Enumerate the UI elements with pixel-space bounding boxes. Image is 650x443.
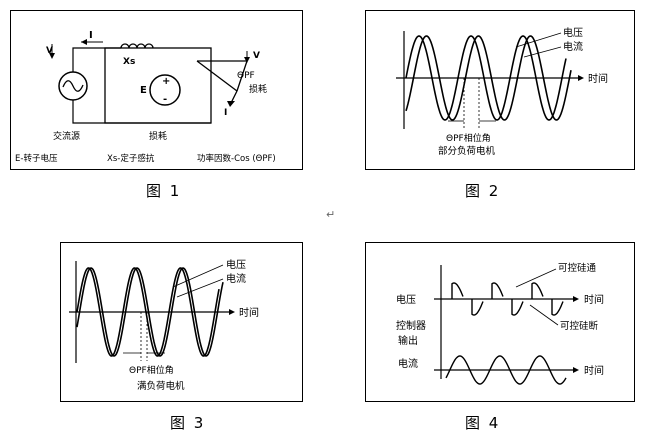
legend-e: E-转子电压 [15,153,58,164]
fig4-current-label: 电流 [398,357,418,370]
fig4-x-arrow-top [573,296,579,302]
fig4-controller-label-1: 控制器 [396,319,426,332]
fig4-x-arrow-bottom [573,367,579,373]
phasor-current-label: I [224,108,227,118]
current-label: I [89,30,93,41]
fig2-current-wave [405,35,572,121]
fig2-voltage-leader [515,32,562,48]
load-label: 损耗 [149,130,167,142]
fig4-scr-on-leader [515,268,557,288]
fig3-current-leader [176,278,224,298]
figure-4-diagram: 可控硅通 可控硅断 时间 时间 电压 控制器 输出 电流 [396,262,604,385]
phasor-hypotenuse [196,60,238,92]
fig2-x-arrow [578,75,584,81]
fig4-scr-off-label: 可控硅断 [560,320,599,332]
fig3-phase-label: ΘPF相位角 [129,364,174,376]
fig2-phase-label: ΘPF相位角 [446,132,491,144]
legend-xs: Xs-定子感抗 [107,153,155,164]
current-arrow-head [81,39,87,45]
fig2-current-label: 电流 [563,40,583,53]
legend-pf: 功率因数-Cos (ΘPF) [197,153,276,164]
figure-1-panel: I Xs V + - E V ΘPF 损耗 I 交流源 损耗 E-转子电压 Xs… [10,10,303,170]
xs-label: Xs [123,57,135,67]
fig4-scr-off-leader [529,304,559,326]
figure-4-panel: 可控硅通 可控硅断 时间 时间 电压 控制器 输出 电流 [365,242,635,402]
sine-symbol [62,80,84,92]
wire-top [72,47,121,72]
fig4-time-label-top: 时间 [584,293,604,306]
figure-4-caption: 图 4 [465,414,501,432]
fig4-chopped-voltage-wave [451,282,564,316]
figure-3-panel: 电压 电流 时间 ΘPF相位角 满负荷电机 [60,242,303,402]
fig3-current-wave [76,267,224,357]
fig3-voltage-leader [172,264,224,288]
generator-symbol [149,74,181,106]
fig3-voltage-wave [76,267,220,357]
fig4-scr-on-label: 可控硅通 [558,262,597,274]
figure-2-caption: 图 2 [465,182,501,200]
figure-3-caption: 图 3 [170,414,206,432]
fig4-voltage-label: 电压 [396,293,416,306]
v-label: V [46,46,53,56]
minus-label: - [163,94,167,105]
fig2-current-leader [523,46,562,58]
fig4-controller-label-2: 输出 [398,334,418,347]
figure-2-panel: 电压 电流 时间 ΘPF相位角 部分负荷电机 [365,10,635,170]
fig3-current-label: 电流 [226,272,246,285]
phasor-current-head [227,101,235,107]
fig2-voltage-wave [405,35,567,121]
figure-2-diagram: 电压 电流 时间 ΘPF相位角 部分负荷电机 [396,26,608,157]
wire-bottom [72,100,211,124]
fig2-time-label: 时间 [588,72,608,85]
figure-1-diagram: I Xs V + - E V ΘPF 损耗 I 交流源 损耗 E-转子电压 Xs… [15,30,276,164]
fig3-voltage-label: 电压 [226,258,246,271]
e-label: E [140,85,147,96]
paragraph-mark: ↵ [326,208,336,221]
load-box [104,47,212,124]
fig3-title: 满负荷电机 [137,380,185,392]
fig2-voltage-label: 电压 [563,26,583,39]
figure-1-caption: 图 1 [146,182,182,200]
v-arrow-head [49,53,55,59]
pf-label: ΘPF [237,71,255,81]
phasor-v-head [244,57,250,63]
source-label: 交流源 [53,130,80,142]
v2-label: V [253,51,260,61]
phasor-loss-label: 损耗 [249,83,267,95]
fig4-current-wave [445,355,567,385]
figure-3-diagram: 电压 电流 时间 ΘPF相位角 满负荷电机 [69,258,259,392]
fig2-title: 部分负荷电机 [438,145,496,157]
fig3-time-label: 时间 [239,306,259,319]
fig3-x-arrow [229,309,235,315]
plus-label: + [162,76,170,87]
fig4-time-label-bottom: 时间 [584,364,604,377]
